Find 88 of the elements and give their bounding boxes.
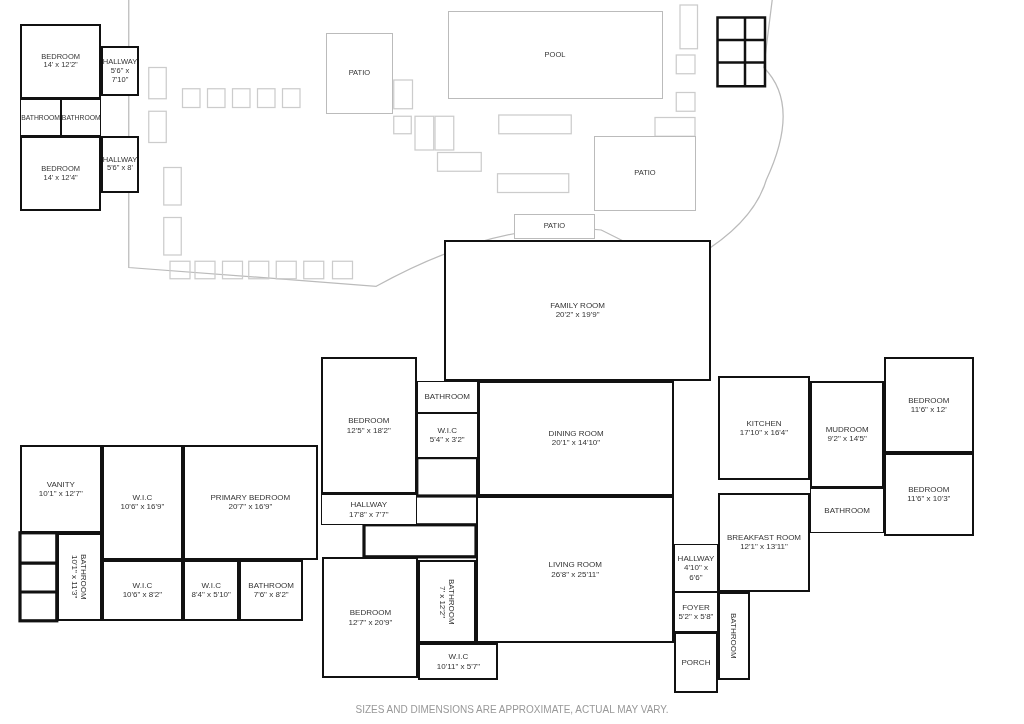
- room-outline: [717, 592, 750, 680]
- room-name: MUDROOM: [825, 425, 869, 435]
- room-name: W.I.C: [132, 581, 153, 591]
- room-name: HALLWAY: [350, 500, 388, 510]
- room-dimensions: 20'2" x 19'9": [555, 310, 600, 320]
- patio-area: [513, 213, 595, 239]
- room-dimensions: 7' x 12'2": [438, 585, 448, 618]
- room-name: BATHROOM: [824, 505, 870, 515]
- room-outline: [61, 98, 102, 137]
- patio-area: [593, 136, 697, 212]
- room-name: BATHROOM: [729, 613, 739, 659]
- patio-area: [326, 32, 393, 114]
- room-outline: [477, 380, 675, 496]
- room-outline: [183, 444, 318, 560]
- room-dimensions: 10'6" x 16'9": [120, 502, 165, 512]
- room-dimensions: 26'8" x 25'11": [551, 569, 600, 579]
- room-dimensions: 10'1" x 12'7": [38, 488, 83, 498]
- room-outline: [810, 488, 884, 533]
- room-outline: [444, 240, 712, 381]
- room-name: BEDROOM: [908, 485, 950, 495]
- room-name: BATHROOM: [424, 392, 470, 402]
- room-name: W.I.C: [201, 581, 221, 591]
- room-name: PORCH: [681, 657, 711, 667]
- room-dimensions: 4'10" x 6'6": [683, 563, 709, 582]
- room-name: BEDROOM: [348, 416, 390, 426]
- room-dimensions: 10'1" x 11'3": [70, 555, 80, 599]
- room-dimensions: 11'6" x 12': [910, 404, 947, 414]
- room-outline: [101, 560, 184, 621]
- room-outline: [320, 494, 417, 525]
- room-dimensions: 20'7" x 16'9": [228, 502, 273, 512]
- room-name: HALLWAY: [677, 554, 715, 564]
- room-outline: [101, 46, 139, 97]
- room-dimensions: 12'5" x 18'2": [346, 425, 391, 435]
- room-outline: [476, 496, 675, 644]
- room-outline: [20, 23, 102, 99]
- room-outline: [810, 380, 884, 488]
- room-name: BATHROOM: [447, 578, 457, 625]
- room-outline: [20, 98, 62, 137]
- room-outline: [418, 560, 476, 644]
- room-name: W.I.C: [448, 652, 469, 662]
- room-dimensions: 17'10" x 16'4": [739, 428, 789, 438]
- room-dimensions: 7'6" x 8'2": [253, 590, 289, 600]
- room-outline: [320, 356, 417, 495]
- room-dimensions: 5'4" x 3'2": [429, 435, 465, 445]
- room-dimensions: 12'7" x 20'9": [348, 617, 393, 627]
- room-outline: [101, 444, 184, 560]
- room-outline: [56, 532, 102, 621]
- room-name: W.I.C: [437, 426, 457, 436]
- room-dimensions: 9'2" x 14'5": [827, 434, 867, 444]
- room-name: VANITY: [46, 479, 75, 489]
- room-name: FOYER: [682, 602, 710, 612]
- room-name: FAMILY ROOM: [550, 301, 605, 311]
- room-outline: [884, 452, 974, 536]
- room-dimensions: 11'6" x 10'3": [907, 494, 951, 504]
- patio-area: [447, 11, 663, 99]
- room-outline: [322, 556, 419, 679]
- room-outline: [884, 356, 974, 453]
- room-outline: [717, 492, 811, 592]
- room-name: BEDROOM: [349, 608, 392, 618]
- room-name: BATHROOM: [79, 553, 89, 600]
- room-dimensions: 17'8" x 7'7": [349, 509, 389, 519]
- room-outline: [183, 560, 240, 621]
- room-outline: [418, 643, 499, 680]
- room-name: KITCHEN: [746, 418, 782, 428]
- room-outline: [674, 632, 718, 693]
- room-name: LIVING ROOM: [548, 560, 602, 570]
- room-outline: [101, 136, 139, 193]
- room-name: BREAKFAST ROOM: [726, 533, 802, 543]
- room-dimensions: 10'11" x 5'7": [436, 661, 481, 671]
- room-outline: [717, 376, 811, 480]
- disclaimer-note: SIZES AND DIMENSIONS ARE APPROXIMATE, ACTUAL MAY VARY.: [355, 704, 669, 715]
- room-name: BEDROOM: [908, 395, 950, 405]
- room-dimensions: 10'6" x 8'2": [122, 590, 163, 600]
- room-outline: [239, 560, 304, 621]
- room-dimensions: 20'1" x 14'10": [551, 438, 601, 448]
- room-outline: [20, 136, 102, 212]
- room-outline: [416, 412, 478, 458]
- room-outline: [674, 592, 718, 632]
- room-name: DINING ROOM: [548, 429, 604, 439]
- room-dimensions: 8'4" x 5'10": [191, 590, 231, 600]
- room-name: PRIMARY BEDROOM: [210, 493, 291, 503]
- room-outline: [674, 544, 718, 592]
- room-name: W.I.C: [132, 493, 153, 503]
- room-name: BATHROOM: [248, 581, 294, 591]
- room-outline: [416, 380, 478, 413]
- room-dimensions: 12'1" x 13'11": [740, 542, 788, 552]
- room-dimensions: 5'2" x 5'8": [678, 612, 714, 622]
- room-outline: [20, 444, 102, 533]
